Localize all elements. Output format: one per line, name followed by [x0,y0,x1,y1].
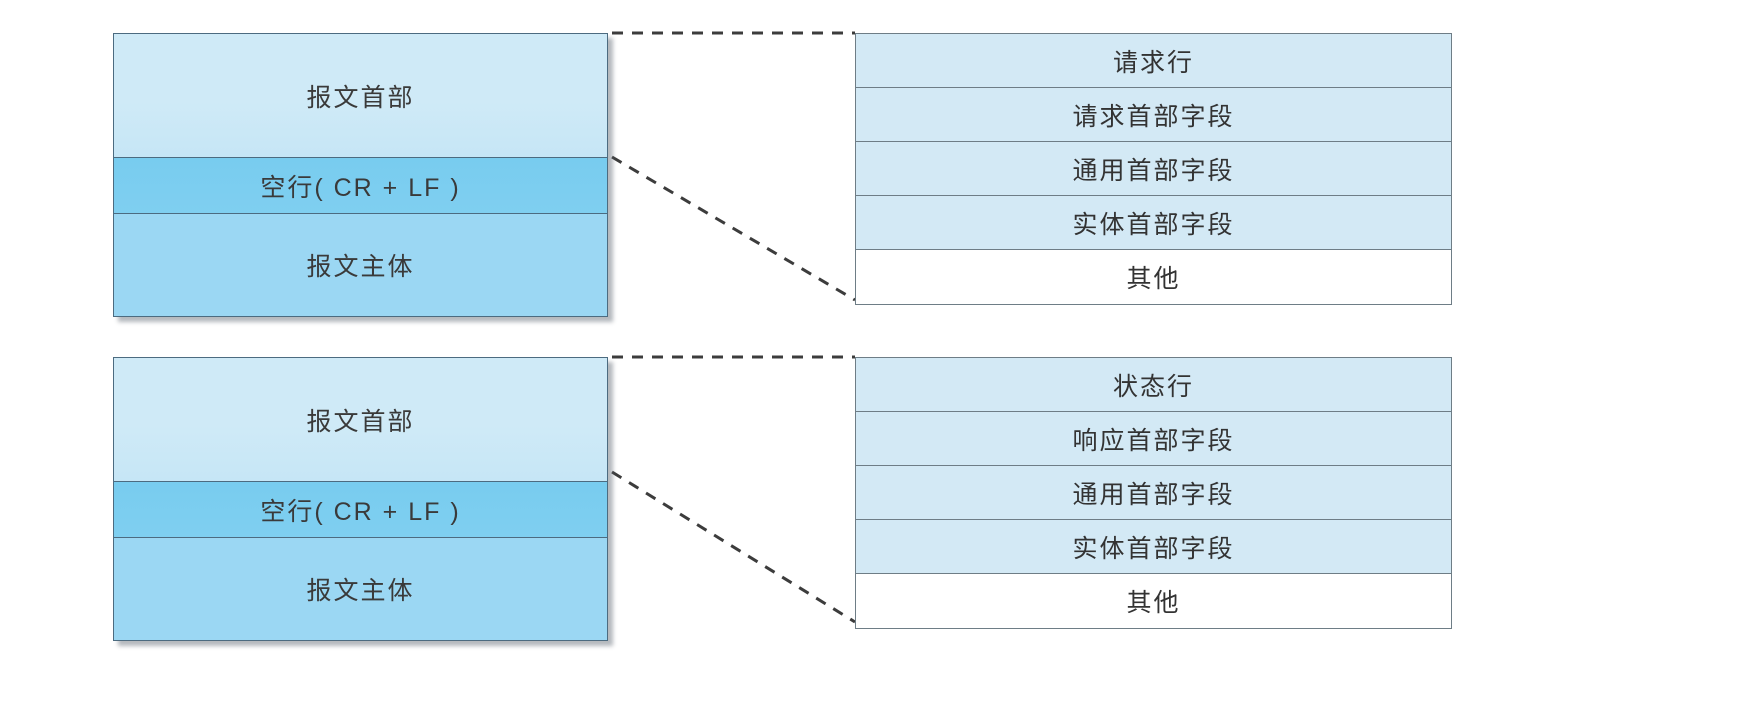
response-message-header-label: 报文首部 [306,407,415,436]
connector-request-diagonal [611,155,856,302]
request-detail-label-2: 通用首部字段 [1072,156,1235,185]
table-row: 响应首部字段 [856,412,1451,466]
request-message-header-row: 报文首部 [113,33,608,157]
table-row: 通用首部字段 [856,142,1451,196]
request-message-block: 报文首部 空行( CR + LF ) 报文主体 [113,33,608,317]
response-message-block: 报文首部 空行( CR + LF ) 报文主体 [113,357,608,641]
response-message-header-row: 报文首部 [113,357,608,481]
request-detail-table: 请求行 请求首部字段 通用首部字段 实体首部字段 其他 [855,33,1452,305]
request-blank-line-label: 空行( CR + LF ) [260,173,461,202]
table-row: 通用首部字段 [856,466,1451,520]
response-detail-label-2: 通用首部字段 [1072,480,1235,509]
request-blank-line-row: 空行( CR + LF ) [113,157,608,213]
request-detail-label-3: 实体首部字段 [1072,210,1235,239]
request-message-header-label: 报文首部 [306,83,415,112]
response-blank-line-row: 空行( CR + LF ) [113,481,608,537]
response-message-body-row: 报文主体 [113,537,608,641]
response-detail-label-1: 响应首部字段 [1072,426,1235,455]
connector-response-diagonal [611,470,856,624]
response-detail-label-4: 其他 [1126,589,1181,617]
response-detail-label-0: 状态行 [1112,372,1194,401]
request-detail-label-1: 请求首部字段 [1072,102,1235,131]
response-blank-line-label: 空行( CR + LF ) [260,497,461,526]
request-detail-label-4: 其他 [1126,265,1181,293]
table-row: 状态行 [856,358,1451,412]
table-row: 实体首部字段 [856,520,1451,574]
table-row: 其他 [856,574,1451,628]
request-message-body-row: 报文主体 [113,213,608,317]
response-detail-label-3: 实体首部字段 [1072,534,1235,563]
table-row: 其他 [856,250,1451,304]
table-row: 请求行 [856,34,1451,88]
table-row: 请求首部字段 [856,88,1451,142]
response-message-body-label: 报文主体 [306,577,415,605]
response-detail-table: 状态行 响应首部字段 通用首部字段 实体首部字段 其他 [855,357,1452,629]
request-detail-label-0: 请求行 [1112,48,1194,77]
table-row: 实体首部字段 [856,196,1451,250]
request-message-body-label: 报文主体 [306,253,415,281]
